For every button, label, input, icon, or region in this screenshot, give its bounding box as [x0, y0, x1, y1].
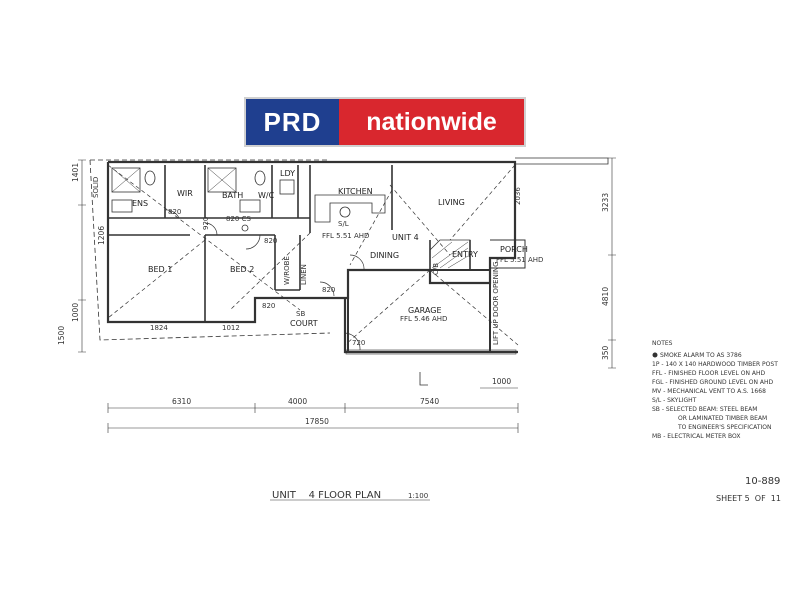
- north-arrow-icon: [419, 372, 428, 386]
- dim-d4: 820: [322, 286, 335, 294]
- skylight-icon: [339, 206, 351, 218]
- logo-prd: PRD: [246, 99, 339, 145]
- room-ldy: LDY: [280, 169, 295, 178]
- shower-bath-hatch: [207, 167, 237, 193]
- bottom-dim-line: [107, 403, 519, 413]
- room-wrobe: W/ROBE: [283, 256, 291, 285]
- dim-right-mid: 4810: [601, 287, 610, 306]
- laundry-tub: [279, 179, 295, 195]
- ffl-porch: FFL 5.51 AHD: [496, 256, 543, 264]
- dim-d5: 920: [202, 217, 210, 230]
- note-item: SMOKE ALARM TO AS 3786: [660, 352, 742, 359]
- dim-d7: 1012: [222, 324, 240, 332]
- roof-lines: [107, 164, 519, 346]
- room-wir: WIR: [177, 189, 193, 198]
- sheet-number: SHEET 5 OF 11: [716, 494, 781, 503]
- note-item: MB - ELECTRICAL METER BOX: [652, 433, 741, 440]
- notes-heading: NOTES: [652, 340, 673, 347]
- dim-d2: 820 CS: [226, 215, 251, 223]
- sb-label: SB: [296, 310, 305, 318]
- dim-left-mid1: 1206: [97, 226, 106, 245]
- room-porch: PORCH: [500, 245, 528, 254]
- shower-bath: [207, 167, 237, 193]
- toilet-ens: [144, 170, 156, 186]
- dim-bottom-side: 1000: [492, 377, 511, 386]
- entry-hatch-lines: [431, 241, 469, 269]
- room-linen: LINEN: [300, 264, 308, 285]
- prd-nationwide-logo: PRD nationwide: [244, 97, 526, 147]
- note-item: 1P - 140 X 140 HARDWOOD TIMBER POST: [652, 361, 778, 368]
- top-note: SOLID: [92, 177, 100, 198]
- dim-d6: 1824: [150, 324, 168, 332]
- lift-door-label: LIFT UP DOOR OPENING: [492, 261, 500, 345]
- left-dim-line: [78, 159, 86, 353]
- dim-left-mid2: 1000: [71, 303, 80, 322]
- cupboard-label: C/B: [432, 263, 440, 275]
- note-item: SB - SELECTED BEAM: STEEL BEAM: [652, 406, 757, 413]
- note-item: OR LAMINATED TIMBER BEAM: [678, 415, 767, 422]
- room-bath: BATH: [222, 191, 243, 200]
- room-garage: GARAGE: [408, 306, 442, 315]
- room-kitchen: KITCHEN: [338, 187, 373, 196]
- site-boundary: [89, 159, 331, 341]
- room-dining: DINING: [370, 251, 399, 260]
- toilet-wc: [254, 170, 266, 186]
- notes-list: SMOKE ALARM TO AS 3786 1P - 140 X 140 HA…: [652, 352, 778, 440]
- plan-scale: 1:100: [408, 492, 428, 500]
- bottom-total-dim-line: [107, 423, 519, 433]
- note-item: S/L - SKYLIGHT: [652, 397, 697, 404]
- door-swings: [164, 209, 365, 351]
- room-bed2: BED 2: [230, 265, 254, 274]
- skylight-label: S/L: [338, 220, 349, 228]
- outer-wall: [106, 160, 518, 354]
- note-item: TO ENGINEER'S SPECIFICATION: [677, 424, 771, 431]
- dim-bottom-c: 7540: [420, 397, 439, 406]
- dim-d10: 2036: [514, 187, 522, 205]
- note-item: FFL - FINISHED FLOOR LEVEL ON AHD: [652, 370, 765, 377]
- ffl-kitchen: FFL 5.51 AHD: [322, 232, 369, 240]
- dim-bottom-a: 6310: [172, 397, 191, 406]
- boundary-wall-right: [515, 157, 609, 165]
- note-item: MV - MECHANICAL VENT TO A.S. 1668: [652, 388, 766, 395]
- logo-nationwide: nationwide: [339, 99, 524, 145]
- room-entry: ENTRY: [452, 250, 478, 259]
- room-court: COURT: [290, 319, 318, 328]
- garage-door: [345, 349, 517, 355]
- vanity-bath: [239, 199, 261, 213]
- shower-ens: [111, 167, 141, 193]
- dim-d3: 820: [264, 237, 277, 245]
- plan-title: UNIT 4 FLOOR PLAN: [272, 490, 381, 501]
- entry-hatch: [429, 239, 471, 271]
- room-wc: W/C: [258, 191, 275, 200]
- kitchen-bench: [314, 194, 386, 223]
- room-living: LIVING: [438, 198, 465, 207]
- dim-bottom-b: 4000: [288, 397, 307, 406]
- dim-left-bottom: 1500: [57, 326, 66, 345]
- room-bed1: BED 1: [148, 265, 172, 274]
- ffl-garage: FFL 5.46 AHD: [400, 315, 447, 323]
- drawing-ref: 10-889: [745, 476, 780, 487]
- dim-d1: 820: [168, 208, 181, 216]
- vanity-ens: [111, 199, 133, 213]
- note-item: FGL - FINISHED GROUND LEVEL ON AHD: [652, 379, 774, 386]
- porch: [490, 239, 526, 269]
- smoke-alarm-legend-icon: [652, 352, 658, 358]
- smoke-alarm-icon: [241, 224, 249, 232]
- room-ens: ENS: [132, 199, 148, 208]
- right-dim-line: [608, 157, 616, 369]
- shower-ens-hatch: [111, 167, 141, 193]
- dim-right-top: 3233: [601, 193, 610, 212]
- dim-bottom-total: 17850: [305, 417, 329, 426]
- dim-d8: 820: [262, 302, 275, 310]
- unit-number: UNIT 4: [392, 233, 419, 242]
- dim-left-top: 1401: [71, 163, 80, 182]
- dim-right-bottom: 350: [601, 345, 610, 360]
- dim-d9: 720: [352, 339, 365, 347]
